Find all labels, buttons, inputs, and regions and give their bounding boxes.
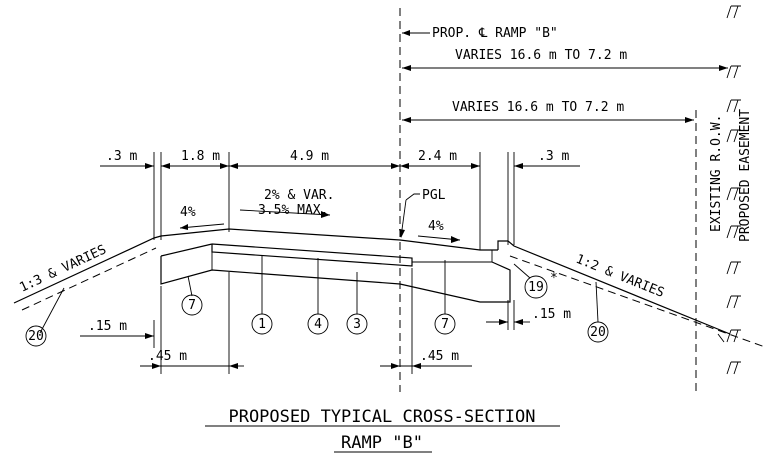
callout-7-right: 7 — [434, 260, 456, 335]
pgl-group: PGL — [399, 188, 446, 238]
dim-varies-mid-text: VARIES 16.6 m TO 7.2 m — [452, 100, 624, 115]
dim-varies-top: VARIES 16.6 m TO 7.2 m — [402, 48, 728, 71]
dim-03-left: .3 m — [106, 149, 137, 164]
svg-text:20: 20 — [590, 325, 606, 340]
slope-left-side: 1:3 & VARIES — [17, 242, 108, 295]
svg-text:7: 7 — [188, 298, 196, 313]
dim-045-left-text: .45 m — [148, 349, 187, 364]
easement-hatch — [726, 5, 741, 375]
dim-015-right: .15 m — [486, 300, 571, 330]
dim-045-right: .45 m — [380, 268, 472, 374]
slope-arrows: 4% 2% & VAR. 3.5% MAX. 4% — [179, 188, 461, 243]
callout-1: 1 — [251, 255, 273, 335]
title-line2: RAMP "B" — [341, 433, 423, 453]
dim-49: 4.9 m — [290, 149, 329, 164]
callout-4: 4 — [307, 258, 329, 335]
dim-045-left: .45 m — [140, 272, 244, 374]
dim-18: 1.8 m — [181, 149, 220, 164]
svg-text:7: 7 — [441, 317, 449, 332]
svg-text:20: 20 — [28, 329, 44, 344]
easement-label: PROPOSED EASEMENT — [738, 109, 753, 242]
dim-varies-mid: VARIES 16.6 m TO 7.2 m — [402, 100, 694, 123]
dim-045-right-text: .45 m — [420, 349, 459, 364]
title-block: PROPOSED TYPICAL CROSS-SECTION RAMP "B" — [205, 407, 560, 453]
dim-row-top: .3 m 1.8 m 4.9 m 2.4 m .3 m — [100, 149, 580, 169]
row-label: EXISTING R.O.W. — [709, 115, 724, 232]
slope-shoulder-right: 4% — [428, 219, 444, 234]
dim-03-right: .3 m — [538, 149, 569, 164]
callout-7-left: 7 — [181, 275, 203, 316]
svg-text:4: 4 — [314, 317, 322, 332]
callout-3: 3 — [346, 272, 368, 335]
callout-star: * — [550, 271, 558, 286]
dim-015-right-text: .15 m — [532, 307, 571, 322]
callout-20-left: 20 — [25, 287, 65, 347]
callout-20-right: 20 — [587, 281, 609, 343]
slope-lane-line2: 3.5% MAX. — [258, 203, 328, 218]
slope-lane-line1: 2% & VAR. — [264, 188, 334, 203]
centerline-label-group: PROP. ℄ RAMP "B" — [402, 26, 558, 41]
dim-015-left-text: .15 m — [88, 319, 127, 334]
title-line1: PROPOSED TYPICAL CROSS-SECTION — [228, 407, 535, 427]
centerline-label: PROP. ℄ RAMP "B" — [432, 26, 558, 41]
dim-015-left: .15 m — [80, 319, 155, 348]
extension-lines — [153, 152, 515, 250]
callout-19: 19 * — [513, 263, 558, 299]
cross-section — [13, 228, 766, 348]
svg-text:3: 3 — [353, 317, 361, 332]
svg-text:1: 1 — [258, 317, 266, 332]
svg-text:19: 19 — [528, 280, 544, 295]
slope-shoulder-left: 4% — [180, 205, 196, 220]
dim-24: 2.4 m — [418, 149, 457, 164]
dim-varies-top-text: VARIES 16.6 m TO 7.2 m — [455, 48, 627, 63]
pgl-label: PGL — [422, 188, 446, 203]
